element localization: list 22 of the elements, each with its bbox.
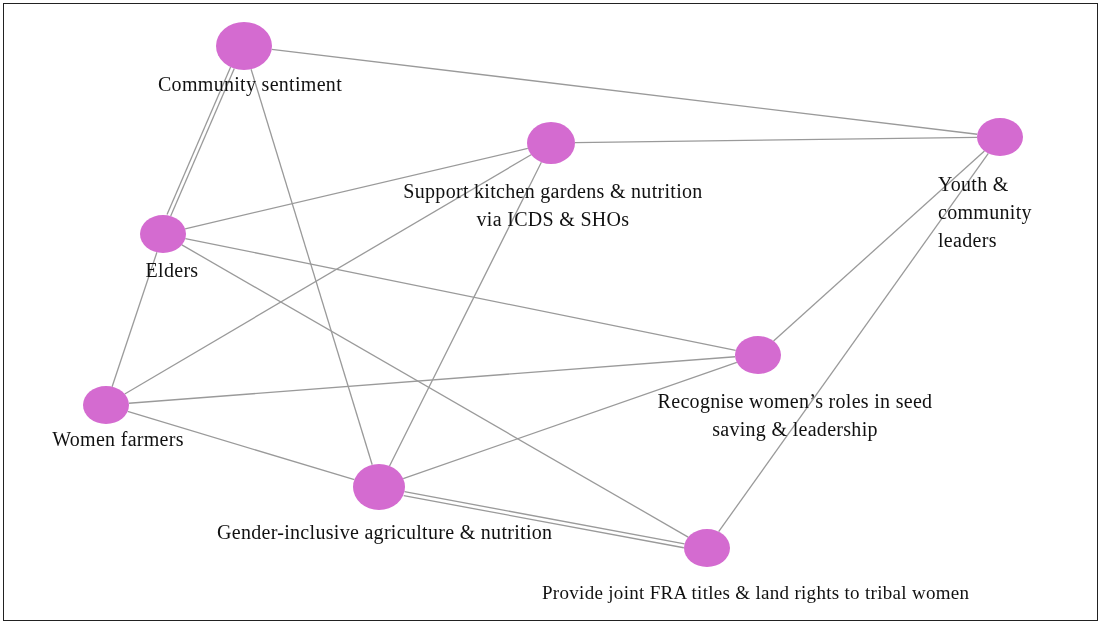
connector-line <box>772 150 986 342</box>
connector-line <box>388 161 543 467</box>
node-label: Elders <box>144 258 200 283</box>
connector-line <box>718 152 989 533</box>
node-label: Women farmers <box>51 427 185 452</box>
connector-line <box>111 251 158 388</box>
node-label: Support kitchen gardens & nutrition via ICDS & SHOs <box>402 179 704 232</box>
connector-line <box>250 68 373 466</box>
node-label: Community sentiment <box>157 72 343 98</box>
connector-line <box>124 154 532 395</box>
node-label: Youth & community leaders <box>938 172 1033 253</box>
connector-line <box>184 237 737 352</box>
connector-line <box>402 361 738 480</box>
connector-line <box>574 136 978 144</box>
connector-line <box>126 410 356 481</box>
node-label: Gender-inclusive agriculture & nutrition <box>217 520 554 546</box>
connector-line <box>184 147 529 230</box>
node-label: Provide joint FRA titles & land rights to tribal women <box>542 581 971 605</box>
connector-line <box>128 356 736 404</box>
connector-line <box>181 244 689 538</box>
node-label: Recognise women’s roles in seed saving & leadership <box>656 389 934 443</box>
connector-line <box>271 48 978 135</box>
